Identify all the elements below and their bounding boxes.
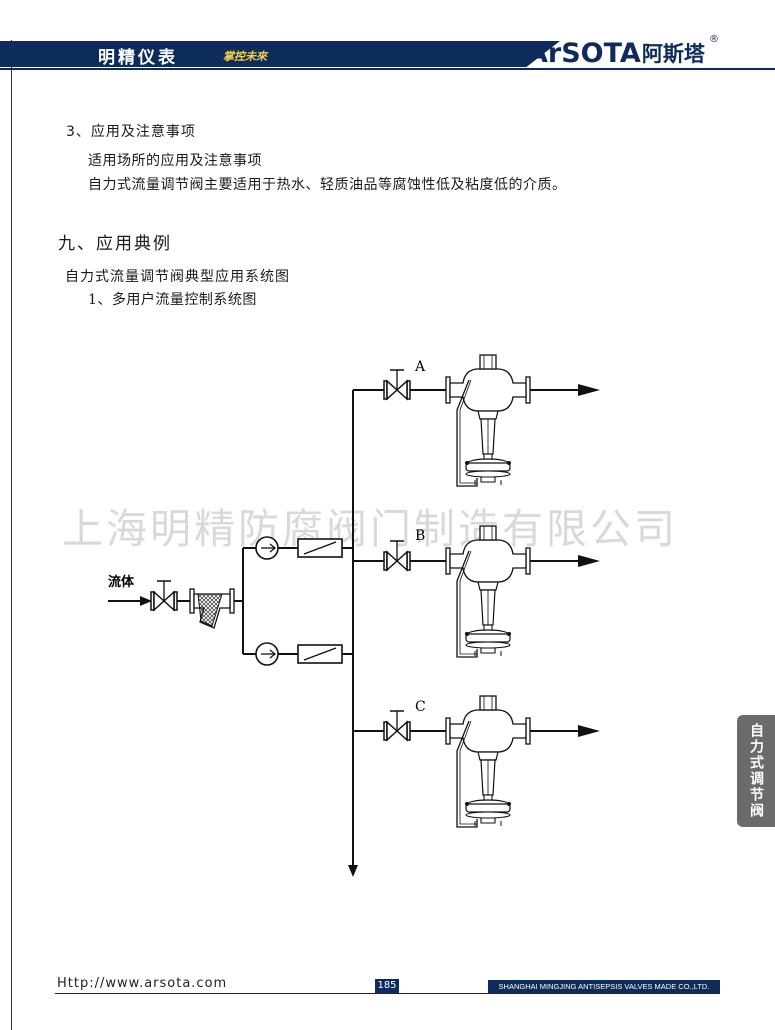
- branch-a: [383, 354, 600, 487]
- main-header-pipe: [348, 389, 388, 877]
- branch-b: [383, 525, 600, 658]
- paragraph-2: 自力式流量调节阀主要适用于热水、轻质油品等腐蚀性低及粘度低的介质。: [88, 177, 567, 193]
- watermark-text: 上海明精防腐阀门制造有限公司: [62, 505, 678, 553]
- header-underline: [0, 68, 775, 70]
- pump-1-icon: [255, 536, 279, 560]
- inlet-gate-valve-icon: [150, 580, 178, 611]
- footer-rule: [55, 993, 720, 994]
- paragraph-1: 适用场所的应用及注意事项: [88, 153, 262, 169]
- logo-chinese: 阿斯塔: [641, 42, 705, 66]
- header-band: [0, 41, 560, 67]
- branch-b-regulator-valve-icon: [445, 525, 531, 658]
- inlet-section: [108, 536, 353, 666]
- branch-c-regulator-valve-icon: [445, 695, 531, 828]
- branch-c-gate-valve-icon: [383, 710, 411, 741]
- brand-name: 明精仪表: [98, 48, 178, 68]
- branch-c-label: C: [415, 699, 426, 715]
- branch-c: [383, 695, 600, 828]
- diagram-title: 自力式流量调节阀典型应用系统图: [65, 269, 290, 285]
- branch-b-gate-valve-icon: [383, 540, 411, 571]
- heat-exchanger-2-icon: [297, 644, 343, 664]
- left-margin-rule: [11, 40, 12, 1030]
- brand-slogan: 掌控未來: [223, 50, 267, 63]
- inlet-label: 流体: [108, 574, 135, 590]
- branch-b-label: B: [415, 528, 425, 544]
- section-3-title: 3、应用及注意事项: [66, 124, 196, 140]
- arsota-logo: ArSOTA 阿斯塔 ®: [527, 34, 719, 69]
- page-number: 185: [375, 979, 399, 993]
- section-9-title: 九、应用典例: [58, 234, 172, 254]
- strainer-icon: [189, 588, 235, 629]
- registered-mark: ®: [709, 34, 719, 45]
- branch-a-gate-valve-icon: [383, 369, 411, 400]
- logo-wordmark: ArSOTA: [527, 37, 641, 69]
- footer-url: Http://www.arsota.com: [57, 976, 228, 991]
- footer-company-name: SHANGHAI MINGJING ANTISEPSIS VALVES MADE…: [488, 980, 720, 993]
- heat-exchanger-1-icon: [297, 538, 343, 558]
- pump-2-icon: [255, 642, 279, 666]
- side-tab-label: 自力式调节阀: [748, 723, 764, 819]
- side-category-tab: 自力式调节阀: [737, 715, 775, 827]
- diagram-subtitle: 1、多用户流量控制系统图: [88, 292, 257, 308]
- branch-a-regulator-valve-icon: [445, 354, 531, 487]
- branch-a-label: A: [414, 359, 426, 375]
